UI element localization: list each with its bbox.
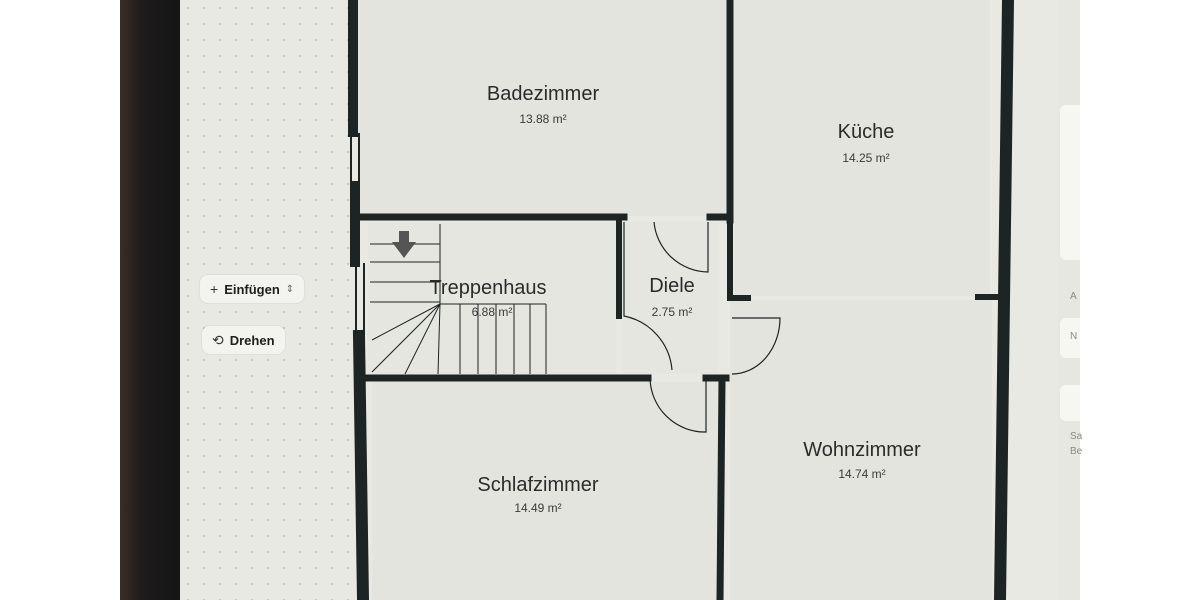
- plus-icon: +: [210, 281, 219, 297]
- room-area-wohnzimmer: 14.74 m²: [838, 467, 885, 481]
- room-area-kueche: 14.25 m²: [842, 151, 889, 165]
- rotate-button-label: Drehen: [229, 332, 275, 348]
- room-label-badezimmer: Badezimmer: [487, 83, 600, 105]
- room-label-treppenhaus: Treppenhaus: [429, 277, 546, 299]
- staircase: [370, 224, 547, 375]
- side-panel-text-be: Be: [1070, 446, 1083, 457]
- side-panel-field-2[interactable]: [1060, 385, 1080, 421]
- room-label-wohnzimmer: Wohnzimmer: [803, 439, 921, 461]
- side-panel-text-a: A: [1070, 291, 1077, 302]
- side-panel-card[interactable]: [1060, 105, 1080, 260]
- insert-button-label: Einfügen: [224, 281, 280, 297]
- walls: [348, 0, 1015, 600]
- room-area-schlafzimmer: 14.49 m²: [514, 501, 561, 515]
- room-label-schlafzimmer: Schlafzimmer: [477, 474, 598, 496]
- side-panel-text-n: N: [1070, 331, 1078, 342]
- room-area-diele: 2.75 m²: [652, 305, 693, 319]
- room-label-kueche: Küche: [838, 121, 895, 143]
- side-panel-text-sa: Sa: [1070, 431, 1083, 442]
- room-badezimmer-area[interactable]: [358, 0, 726, 216]
- updown-chevron-icon: ⇕: [285, 283, 295, 295]
- room-diele-area[interactable]: [622, 222, 718, 374]
- room-wohnzimmer-area[interactable]: [730, 300, 992, 600]
- room-area-badezimmer: 13.88 m²: [519, 112, 566, 126]
- room-label-diele: Diele: [649, 275, 695, 297]
- arrow-down-icon: [392, 231, 416, 258]
- device-frame-left: [120, 0, 180, 600]
- room-area-treppenhaus: 6.88 m²: [472, 305, 513, 319]
- side-panel-field[interactable]: [1060, 318, 1080, 358]
- insert-button[interactable]: + Einfügen ⇕: [200, 275, 305, 303]
- doors: [623, 221, 781, 433]
- rotate-button[interactable]: ⟲ Drehen: [202, 326, 285, 354]
- room-schlafzimmer-area[interactable]: [372, 382, 722, 600]
- rotate-icon: ⟲: [212, 331, 224, 348]
- room-kueche-area[interactable]: [734, 0, 990, 296]
